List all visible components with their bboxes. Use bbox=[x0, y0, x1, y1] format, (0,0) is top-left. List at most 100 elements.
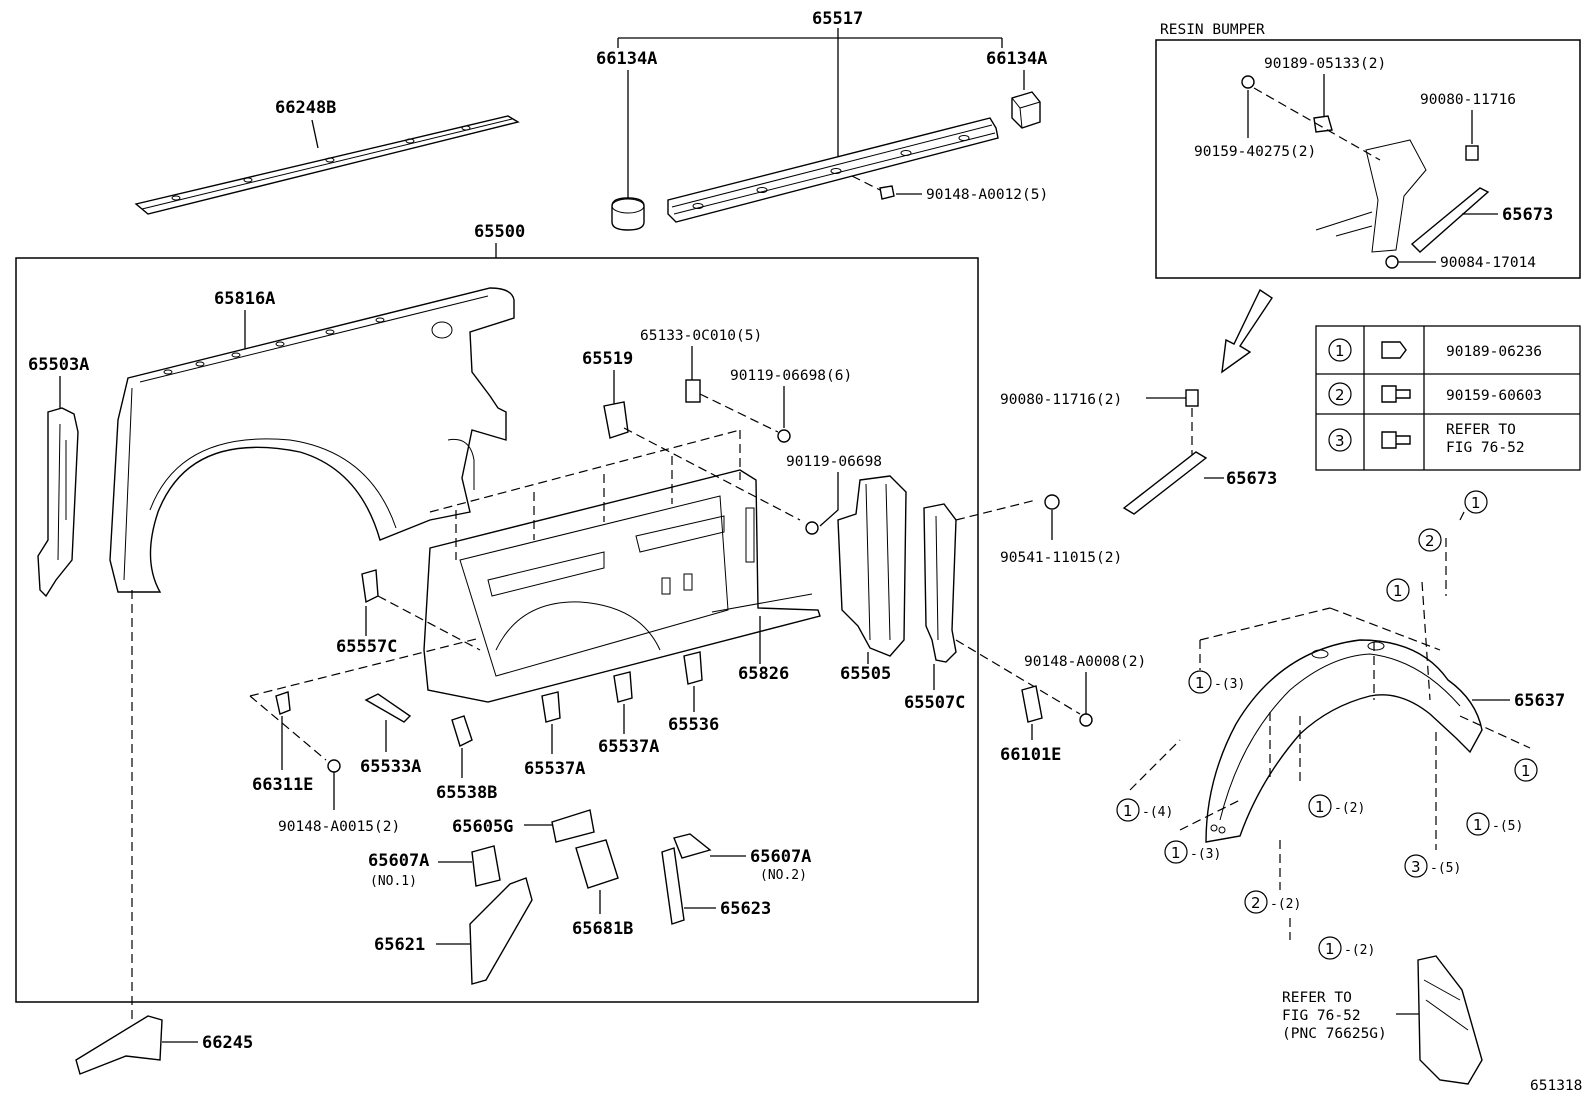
bolt-90148-A0008 bbox=[1079, 713, 1093, 727]
bracket-65533A-group: 65533A bbox=[360, 693, 421, 777]
callouts: 1 2 1 1 -(3) 1 1 -(4) 1 -(2) 1 -(3) 1 -(… bbox=[1116, 490, 1538, 960]
inner-panel-65826-group: 65826 bbox=[423, 429, 821, 703]
bracket-65621-part bbox=[469, 877, 533, 985]
cap-66134A-right bbox=[1011, 91, 1041, 129]
label-65826: 65826 bbox=[738, 664, 789, 684]
brackets-top-group: 65133-0C010(5) 65519 90119-06698(6) 9011… bbox=[582, 328, 882, 535]
label-no1: (NO.1) bbox=[370, 874, 417, 889]
arrow-pointer bbox=[1221, 288, 1273, 374]
label-65533A: 65533A bbox=[360, 757, 421, 777]
label-65607A-no1: 65607A bbox=[368, 851, 429, 871]
screw-icon bbox=[1381, 385, 1411, 403]
fastener-table: 1 2 3 90189-06236 90159-60603 REFER TO F… bbox=[1315, 325, 1581, 471]
inset-title: RESIN BUMPER bbox=[1160, 22, 1265, 38]
fender-65816A-group: 65816A bbox=[109, 287, 515, 593]
stay-65673-inset bbox=[1410, 187, 1490, 253]
label-65505: 65505 bbox=[840, 664, 891, 684]
bracket-65605G-group: 65605G bbox=[452, 809, 595, 843]
callout-12-num: 1 bbox=[1325, 940, 1335, 958]
label-65133-0C010: 65133-0C010(5) bbox=[640, 328, 762, 344]
label-90541-11015: 90541-11015(2) bbox=[1000, 550, 1122, 566]
label-65673: 65673 bbox=[1226, 469, 1277, 489]
bolt-90119-06698-6 bbox=[777, 429, 791, 443]
label-65557C: 65557C bbox=[336, 637, 397, 657]
stay-65673-group: 90080-11716(2) 65673 bbox=[1000, 389, 1277, 515]
label-65517: 65517 bbox=[812, 9, 863, 29]
label-66134A-left: 66134A bbox=[596, 49, 657, 69]
callout-2: 2 bbox=[1425, 532, 1435, 550]
bracket-65538B-group: 65538B bbox=[436, 715, 497, 803]
bracket-65623-group: 65623 bbox=[661, 847, 771, 925]
table-row2-part: 90159-60603 bbox=[1446, 388, 1542, 404]
label-90148-A0015: 90148-A0015(2) bbox=[278, 819, 400, 835]
callout-12-qty: -(2) bbox=[1344, 943, 1375, 958]
bracket-65607A-no2-group: 65607A (NO.2) bbox=[673, 833, 811, 883]
table-row1-part: 90189-06236 bbox=[1446, 344, 1542, 360]
refer-line2: FIG 76-52 bbox=[1282, 1008, 1361, 1024]
mudflap-part bbox=[1417, 955, 1483, 1085]
callout-10-qty: -(5) bbox=[1430, 861, 1461, 876]
table-row2-num: 2 bbox=[1335, 386, 1345, 404]
nut-90541-11015 bbox=[1044, 494, 1060, 510]
clip-90189-05133 bbox=[1313, 115, 1333, 133]
label-65607A-no2: 65607A bbox=[750, 847, 811, 867]
label-90119-06698: 90119-06698 bbox=[786, 454, 882, 470]
main-assembly-box bbox=[15, 257, 979, 1003]
bolt-90148-A0012 bbox=[879, 185, 895, 200]
bracket-65533A-part bbox=[364, 693, 412, 723]
label-65537A-b: 65537A bbox=[598, 737, 659, 757]
bracket-66101E-group: 90148-A0008(2) 66101E bbox=[955, 639, 1146, 765]
table-row3-part: REFER TO bbox=[1446, 422, 1516, 438]
bracket-65557C-part bbox=[361, 569, 379, 604]
label-66101E: 66101E bbox=[1000, 745, 1061, 765]
callout-8-num: 1 bbox=[1171, 844, 1181, 862]
callout-5: 1 bbox=[1521, 762, 1531, 780]
mudflap-ref-group: REFER TO FIG 76-52 (PNC 76625G) bbox=[1282, 955, 1483, 1085]
pillar-65505-part bbox=[837, 475, 907, 657]
label-90159-40275: 90159-40275(2) bbox=[1194, 144, 1316, 160]
rail-65517-group: 65517 66134A 66134A 90148-A0012(5) bbox=[596, 9, 1048, 231]
label-90080-11716-inset: 90080-11716 bbox=[1420, 92, 1516, 108]
callout-10-num: 3 bbox=[1411, 858, 1421, 876]
table-row3-num: 3 bbox=[1335, 432, 1345, 450]
label-65519: 65519 bbox=[582, 349, 633, 369]
label-no2: (NO.2) bbox=[760, 868, 807, 883]
pillar-65505-group: 65505 bbox=[837, 475, 907, 684]
table-row1-num: 1 bbox=[1335, 342, 1345, 360]
refer-line1: REFER TO bbox=[1282, 990, 1352, 1006]
bracket-65681B-group: 65681B bbox=[572, 839, 633, 939]
liner-65637-group: 65637 bbox=[1129, 499, 1565, 940]
bracket-66101E-part bbox=[1021, 685, 1043, 723]
bracket-65536-part bbox=[683, 651, 703, 685]
nut-90541-group: 90541-11015(2) bbox=[1000, 494, 1122, 566]
label-65503A: 65503A bbox=[28, 355, 89, 375]
clip-66311E-part bbox=[275, 691, 291, 715]
inner-panel-65826-part bbox=[423, 469, 821, 703]
label-90084-17014: 90084-17014 bbox=[1440, 255, 1536, 271]
bolt-90119-06698 bbox=[805, 521, 819, 535]
screw-icon-2 bbox=[1381, 431, 1411, 449]
clip-65133-part bbox=[685, 379, 701, 403]
callout-3: 1 bbox=[1393, 582, 1403, 600]
strip-65507C-part bbox=[923, 503, 957, 663]
label-65637: 65637 bbox=[1514, 691, 1565, 711]
rail-65517-part bbox=[667, 117, 999, 223]
bolt-90084-17014 bbox=[1385, 255, 1399, 269]
strip-65507C-group: 65507C bbox=[904, 499, 1037, 713]
label-65536: 65536 bbox=[668, 715, 719, 735]
bracket-65607A-no1-group: 65607A (NO.1) bbox=[368, 845, 501, 889]
callout-7-num: 1 bbox=[1315, 798, 1325, 816]
stay-65673-part bbox=[1122, 451, 1208, 515]
cap-66134A-left bbox=[611, 197, 645, 231]
bracket-65605G-part bbox=[551, 809, 595, 843]
strip-66248B-group: 66248B bbox=[134, 98, 520, 215]
callout-7-qty: -(2) bbox=[1334, 801, 1365, 816]
label-65605G: 65605G bbox=[452, 817, 513, 837]
label-66245: 66245 bbox=[202, 1033, 253, 1053]
label-65623: 65623 bbox=[720, 899, 771, 919]
label-65538B: 65538B bbox=[436, 783, 497, 803]
callout-11-num: 2 bbox=[1251, 894, 1261, 912]
label-90080-11716-2: 90080-11716(2) bbox=[1000, 392, 1122, 408]
bracket-65607A-no1-part bbox=[471, 845, 501, 887]
